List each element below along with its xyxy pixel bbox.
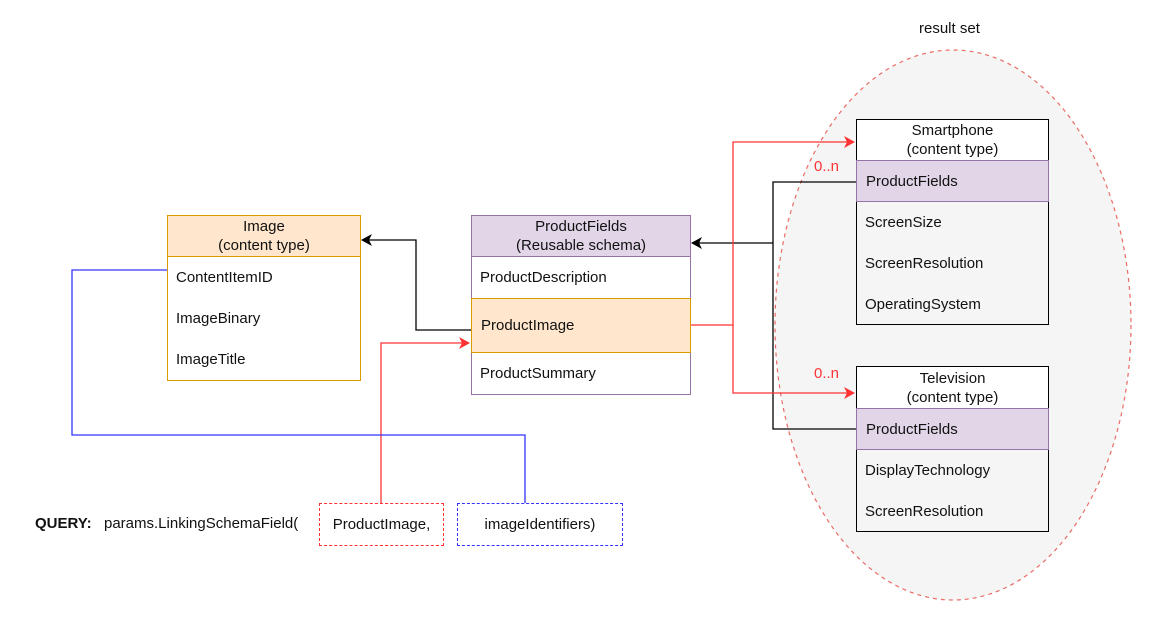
query-param-imageidentifiers[interactable]: imageIdentifiers) (457, 503, 623, 546)
productfields-schema-header: ProductFields (Reusable schema) (472, 216, 690, 257)
connector-smartphone-to-schema (772, 181, 856, 430)
connector-productimage-to-television (732, 325, 855, 399)
smartphone-field-screensize[interactable]: ScreenSize (865, 213, 942, 231)
connector-param2-to-contentitemid (71, 269, 526, 503)
television-entity[interactable]: Television (content type) ProductFields … (856, 366, 1049, 532)
image-field-contentitemid[interactable]: ContentItemID (176, 268, 273, 286)
television-field-screenresolution[interactable]: ScreenResolution (865, 502, 984, 520)
television-entity-subtitle: (content type) (906, 388, 999, 406)
smartphone-entity-title: Smartphone (911, 122, 994, 139)
query-call: params.LinkingSchemaField( (104, 515, 299, 532)
image-entity-title: Image (243, 218, 285, 235)
smartphone-field-operatingsystem[interactable]: OperatingSystem (865, 295, 981, 313)
television-field-productfields[interactable]: ProductFields (856, 408, 1049, 450)
television-entity-header: Television (content type) (857, 367, 1048, 409)
query-keyword: QUERY: (35, 515, 92, 532)
multiplicity-television: 0..n (814, 365, 840, 382)
result-set-label: result set (919, 20, 980, 37)
image-entity[interactable]: Image (content type) ContentItemID Image… (167, 215, 361, 381)
smartphone-entity-subtitle: (content type) (906, 141, 999, 158)
connector-productimage-to-image (361, 234, 471, 331)
smartphone-field-productfields[interactable]: ProductFields (856, 160, 1049, 202)
multiplicity-smartphone: 0..n (814, 158, 840, 175)
productfields-schema-subtitle: (Reusable schema) (515, 237, 647, 254)
productfields-schema[interactable]: ProductFields (Reusable schema) ProductD… (471, 215, 691, 395)
connector-productimage-to-smartphone (690, 136, 855, 326)
television-entity-title: Television (919, 369, 986, 387)
image-field-imagebinary[interactable]: ImageBinary (176, 309, 261, 327)
smartphone-field-screenresolution[interactable]: ScreenResolution (865, 254, 984, 272)
query-param-productimage[interactable]: ProductImage, (319, 503, 444, 546)
image-entity-header: Image (content type) (168, 216, 360, 257)
query-param-imageidentifiers-text: imageIdentifiers) (484, 516, 596, 533)
connector-param1-to-productimage (380, 337, 470, 503)
query-param-productimage-text: ProductImage, (332, 516, 431, 533)
schema-field-productsummary[interactable]: ProductSummary (480, 365, 596, 382)
productfields-schema-title: ProductFields (535, 218, 627, 235)
image-field-imagetitle[interactable]: ImageTitle (176, 350, 246, 368)
smartphone-entity-header: Smartphone (content type) (857, 120, 1048, 161)
smartphone-entity[interactable]: Smartphone (content type) ProductFields … (856, 119, 1049, 325)
image-entity-subtitle: (content type) (218, 237, 310, 254)
schema-field-productdescription[interactable]: ProductDescription (480, 269, 607, 286)
schema-field-productimage[interactable]: ProductImage (471, 298, 691, 353)
television-field-displaytechnology[interactable]: DisplayTechnology (865, 461, 991, 479)
